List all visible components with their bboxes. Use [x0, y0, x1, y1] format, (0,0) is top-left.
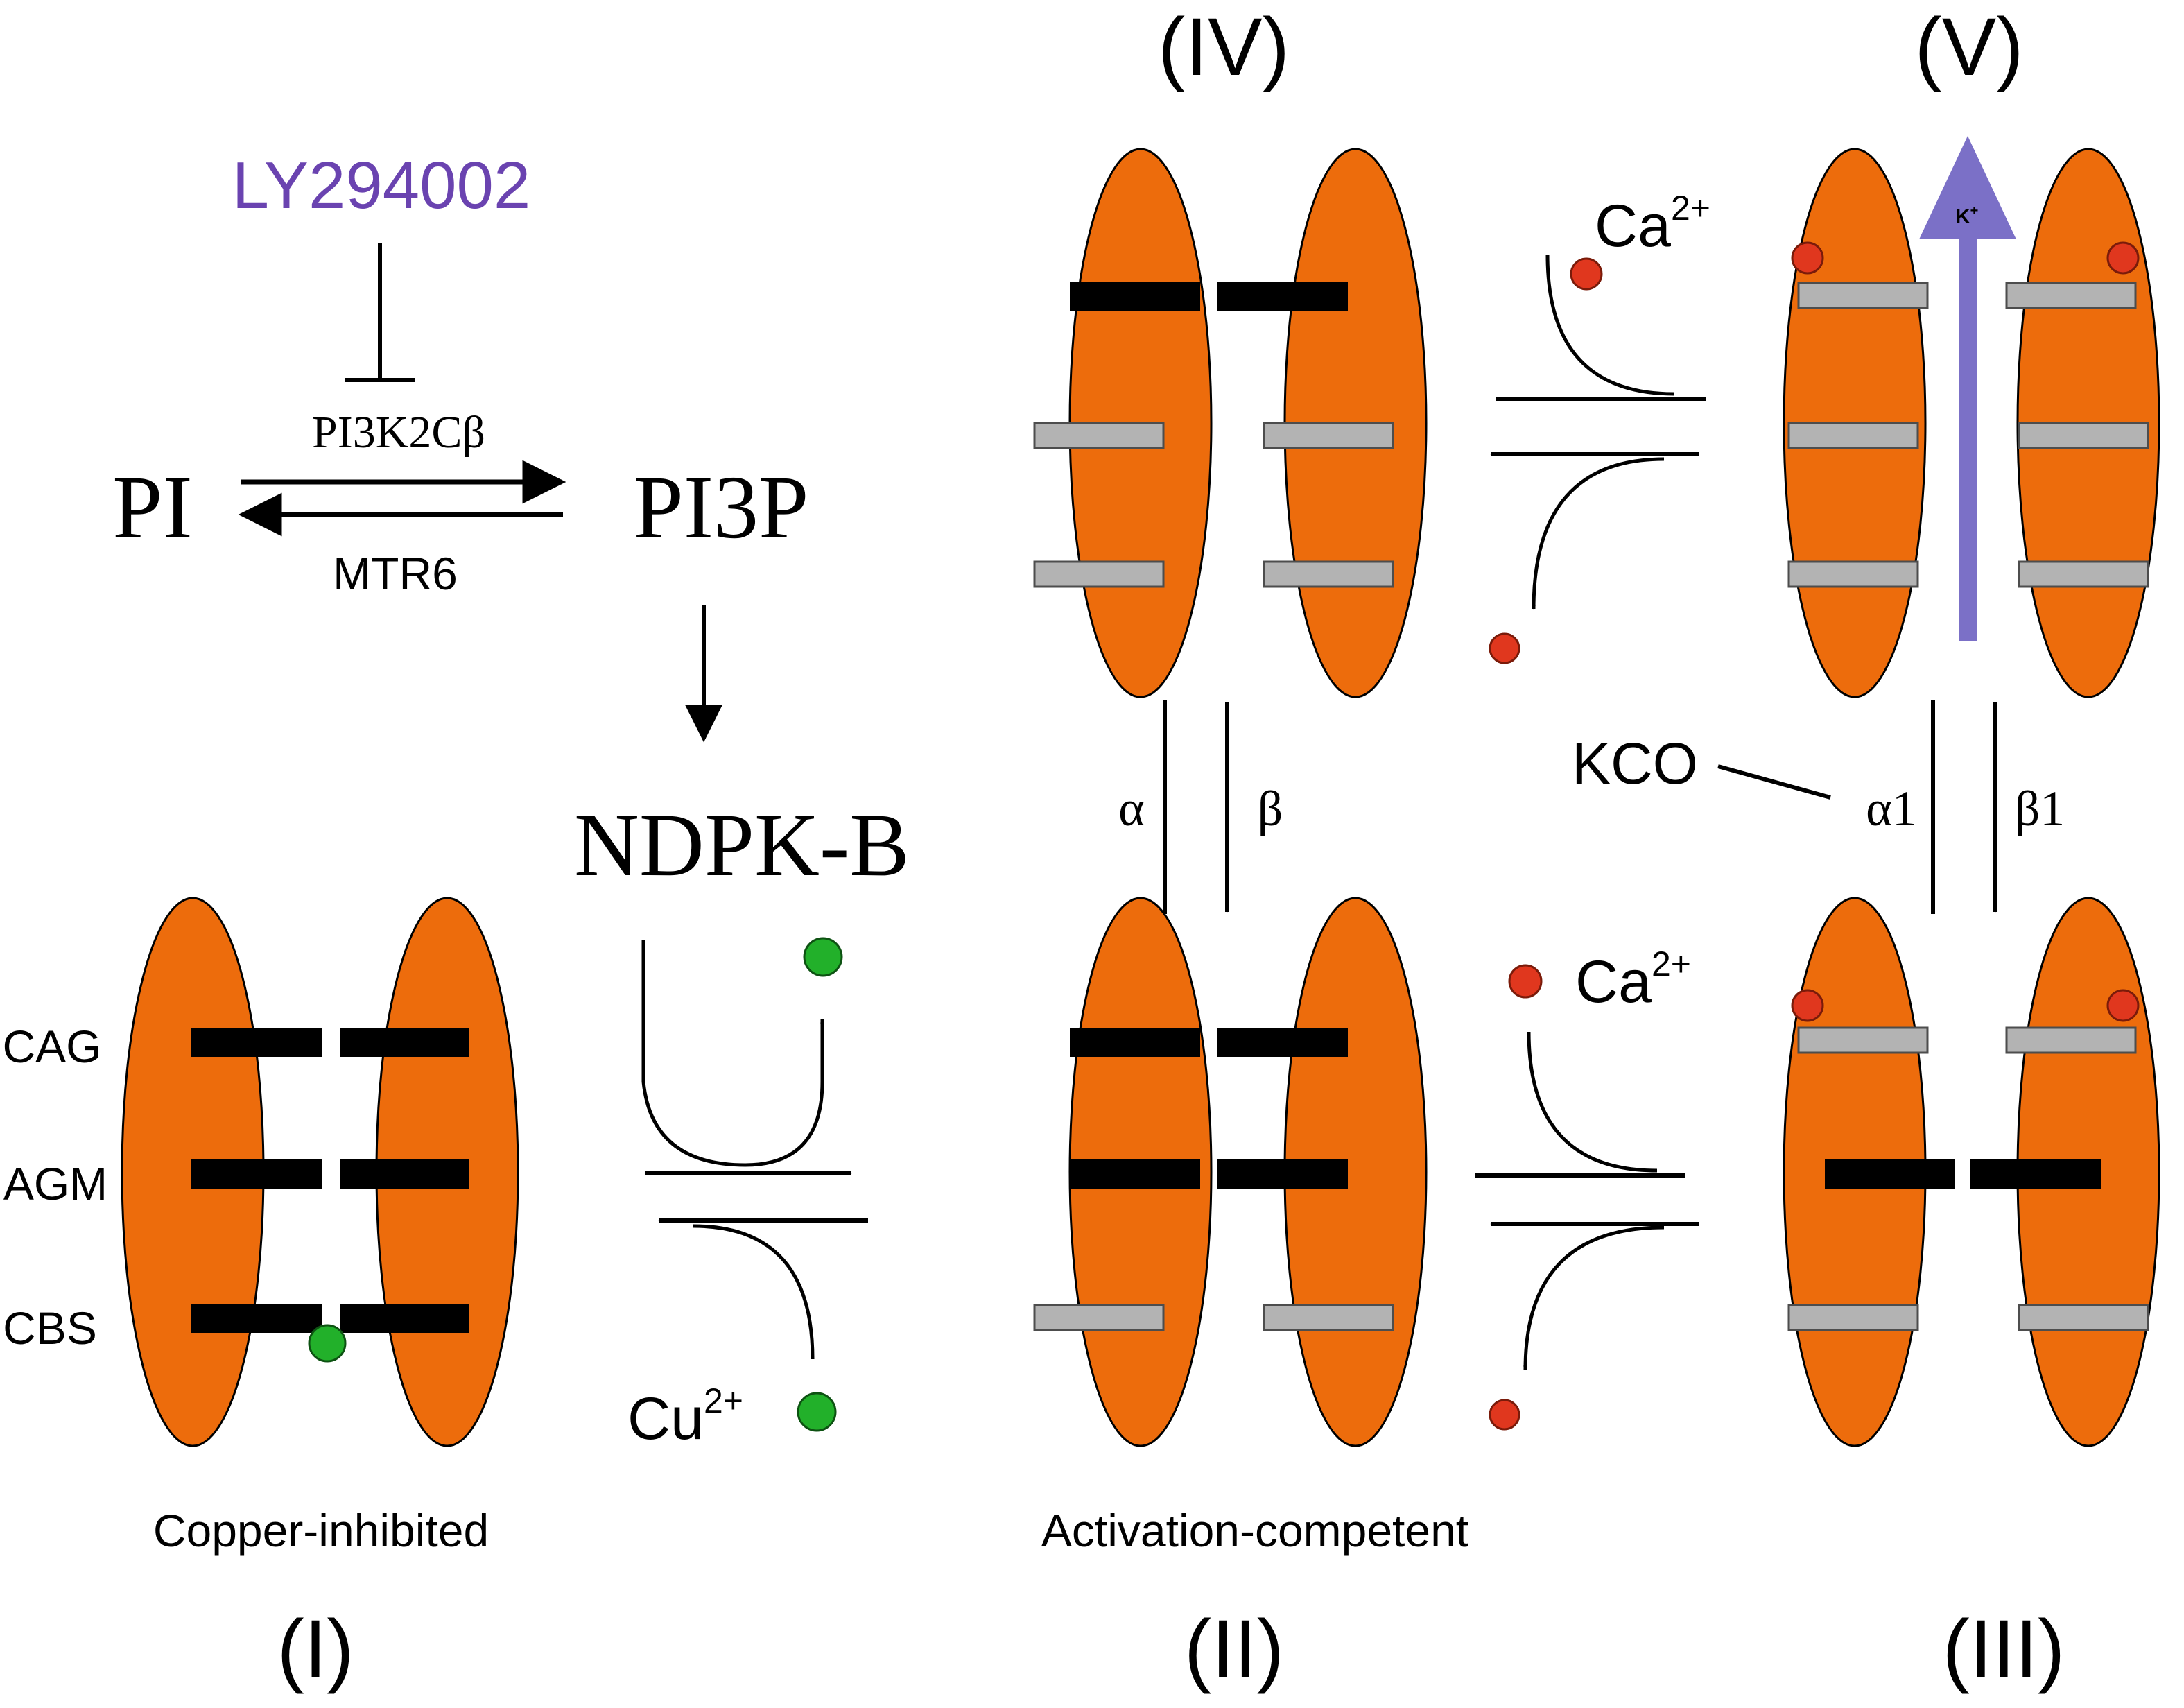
cbs-gate-open — [1263, 560, 1394, 588]
calcium-ion-label-upper: Ca2+ — [1595, 189, 1710, 259]
free-calcium-ion — [1570, 257, 1603, 291]
state-5-numeral: (V) — [1914, 1, 2023, 93]
alpha1-rate-label: α1 — [1866, 781, 1917, 836]
agm-gate-open — [1787, 422, 1919, 449]
calcium-ion-label-lower: Ca2+ — [1575, 944, 1691, 1015]
copper-ion-label: Cu2+ — [627, 1381, 743, 1452]
cag-gate-open — [1797, 1026, 1929, 1054]
potassium-ion-symbol: K — [1955, 205, 1970, 228]
cag-gate-open — [2005, 282, 2137, 309]
state-4-numeral: (IV) — [1158, 1, 1290, 93]
bound-calcium-ion — [2106, 989, 2140, 1022]
domain-label-agm: AGM — [3, 1158, 107, 1209]
cag-gate-open — [2005, 1026, 2137, 1054]
agm-gate-open — [2018, 422, 2149, 449]
state-2-numeral: (II) — [1184, 1603, 1284, 1695]
agm-gate-closed — [1070, 1159, 1200, 1189]
cbs-gate-open — [1033, 1304, 1165, 1331]
channel-state-4 — [1033, 148, 1428, 698]
calcium-ion-charge: 2+ — [1652, 944, 1691, 983]
channel-state-3 — [1783, 897, 2160, 1447]
opener-arrow — [1717, 764, 1831, 800]
phosphatase-label: MTR6 — [333, 548, 458, 599]
released-calcium-ion — [1489, 632, 1520, 664]
inhibitor-label: LY294002 — [232, 148, 531, 223]
cag-gate-closed — [1217, 282, 1348, 311]
released-copper-ion — [803, 937, 843, 977]
substrate-label: PI — [112, 458, 193, 558]
copper-ion-symbol: Cu — [627, 1386, 704, 1452]
agm-gate-closed — [340, 1159, 469, 1189]
channel-state-2 — [1033, 897, 1428, 1447]
state-1-numeral: (I) — [277, 1603, 354, 1695]
beta-rate-label: β — [1258, 781, 1283, 836]
bound-calcium-ion — [2106, 241, 2140, 275]
potassium-flux-arrow — [1919, 136, 2016, 641]
channel-state-1 — [121, 897, 519, 1447]
free-calcium-ion — [1508, 964, 1543, 999]
cbs-gate-closed — [191, 1304, 322, 1333]
bound-calcium-ion — [1791, 989, 1824, 1022]
opener-label: KCO — [1572, 731, 1698, 796]
cbs-gate-open — [1263, 1304, 1394, 1331]
cag-gate-closed — [340, 1028, 469, 1057]
product-label: PI3P — [634, 458, 809, 558]
state-3-numeral: (III) — [1943, 1603, 2065, 1695]
calcium-binding-arrow-upper — [1496, 255, 1706, 401]
channel-state-5: K+ — [1783, 136, 2160, 698]
calcium-release-arrow-upper — [1490, 452, 1699, 610]
state-2-caption: Activation-competent — [1041, 1505, 1468, 1556]
copper-release-arrow — [641, 940, 852, 1175]
copper-binding-arrow — [658, 1218, 868, 1360]
agm-gate-closed — [1970, 1159, 2101, 1189]
domain-label-cbs: CBS — [3, 1302, 97, 1354]
domain-label-cag: CAG — [2, 1021, 101, 1072]
cbs-gate-open — [2018, 1304, 2149, 1331]
effector-label: NDPK-B — [574, 795, 910, 895]
agm-gate-open — [1033, 422, 1165, 449]
state-1-caption: Copper-inhibited — [153, 1505, 489, 1556]
beta1-rate-label: β1 — [2015, 781, 2065, 836]
cbs-gate-closed — [340, 1304, 469, 1333]
free-copper-ion — [797, 1392, 837, 1432]
agm-gate-open — [1263, 422, 1394, 449]
cag-gate-closed — [191, 1028, 322, 1057]
calcium-binding-arrow-lower — [1475, 1031, 1685, 1178]
bound-calcium-ion — [1791, 241, 1824, 275]
potassium-ion-label: K+ — [1955, 203, 1978, 228]
inhibition-symbol — [345, 243, 415, 382]
cag-gate-closed — [1070, 282, 1200, 311]
cbs-gate-open — [1033, 560, 1165, 588]
cbs-gate-open — [1787, 560, 1919, 588]
cbs-gate-open — [1787, 1304, 1919, 1331]
cag-gate-closed — [1217, 1028, 1348, 1057]
agm-gate-closed — [1217, 1159, 1348, 1189]
kinase-label: PI3K2Cβ — [312, 407, 485, 458]
alpha-rate-label: α — [1118, 781, 1145, 836]
calcium-ion-symbol: Ca — [1575, 949, 1652, 1015]
released-calcium-ion — [1489, 1399, 1520, 1431]
agm-gate-closed — [191, 1159, 322, 1189]
cag-gate-closed — [1070, 1028, 1200, 1057]
copper-ion-charge: 2+ — [704, 1381, 743, 1420]
calcium-ion-charge: 2+ — [1671, 189, 1710, 227]
calcium-release-arrow-lower — [1490, 1222, 1699, 1370]
bound-copper-ion — [308, 1324, 347, 1363]
agm-gate-closed — [1825, 1159, 1955, 1189]
potassium-ion-charge: + — [1970, 203, 1979, 218]
cbs-gate-open — [2018, 560, 2149, 588]
calcium-ion-symbol: Ca — [1595, 193, 1671, 259]
cag-gate-open — [1797, 282, 1929, 309]
